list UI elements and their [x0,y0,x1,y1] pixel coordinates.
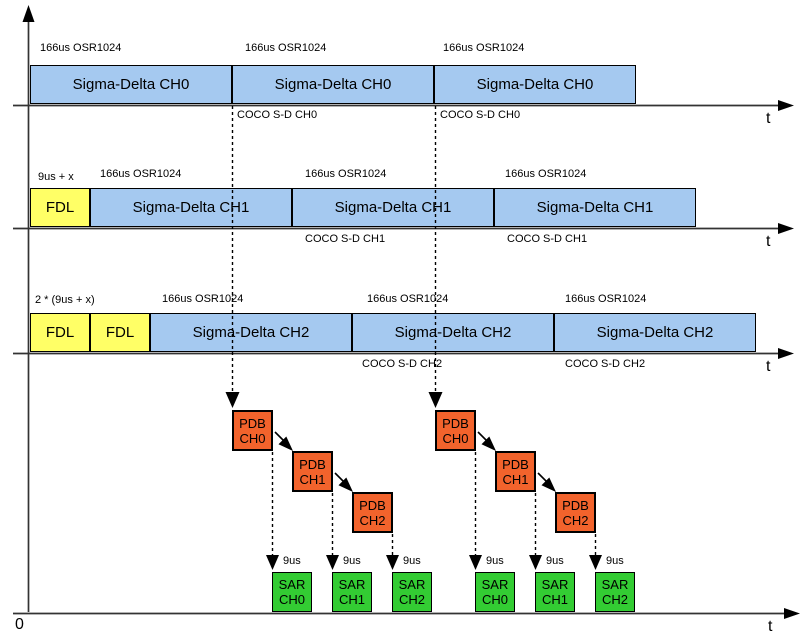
coco-trigger-arrow-1-icon [225,392,240,408]
time-axis-ch1-arrow-icon [778,223,794,234]
origin-label: 0 [15,616,24,633]
pdb-cascade-arrow-1b [334,472,346,484]
sar-duration-label-4: 9us [486,555,504,567]
osr-duration-label-ch1-3: 166us OSR1024 [505,168,587,180]
osr-duration-label-ch0-2: 166us OSR1024 [245,42,327,54]
sar-ch0-box-1: SAR CH0 [272,572,312,612]
pdb-to-sar-arrow-5-icon [529,555,542,570]
pdb-ch1-box-1: PDB CH1 [292,451,333,492]
coco-flag-label-ch0-1: COCO S-D CH0 [237,109,318,121]
pdb-to-sar-arrow-6-icon [589,555,602,570]
sigma-delta-ch2-block-3: Sigma-Delta CH2 [554,313,756,352]
pdb-cascade-arrow-1a [274,431,286,443]
osr-duration-label-ch2-2: 166us OSR1024 [367,293,449,305]
time-axis-label-ch0: t [766,110,771,127]
sar-duration-label-2: 9us [343,555,361,567]
pdb-cascade-arrow-1a-head-icon [278,436,293,451]
osr-duration-label-ch1-2: 166us OSR1024 [305,168,387,180]
pdb-cascade-arrow-1b-head-icon [338,477,353,492]
sigma-delta-ch1-block-2: Sigma-Delta CH1 [292,188,494,227]
pdb-ch1-box-2: PDB CH1 [495,451,536,492]
coco-flag-label-ch2-2: COCO S-D CH2 [565,358,646,370]
time-axis-label-ch1: t [766,233,771,250]
time-axis-ch0-arrow-icon [778,100,794,111]
pdb-to-sar-arrow-4-icon [469,555,482,570]
osr-duration-label-ch2-3: 166us OSR1024 [565,293,647,305]
sar-ch2-box-1: SAR CH2 [392,572,432,612]
sar-ch0-box-2: SAR CH0 [475,572,515,612]
time-axis-label-ch2: t [766,358,771,375]
sar-ch2-box-2: SAR CH2 [595,572,635,612]
osr-duration-label-ch0-3: 166us OSR1024 [443,42,525,54]
sar-duration-label-6: 9us [606,555,624,567]
coco-trigger-arrow-2-icon [428,392,443,408]
pdb-cascade-arrow-2a-head-icon [481,436,496,451]
pdb-cascade-arrow-2a [477,431,489,443]
pdb-ch0-box-1: PDB CH0 [232,410,273,451]
sigma-delta-ch1-block-3: Sigma-Delta CH1 [494,188,696,227]
pdb-to-sar-arrow-2-icon [326,555,339,570]
sar-duration-label-1: 9us [283,555,301,567]
fdl-delay-label-ch1: 9us + x [38,171,74,183]
sigma-delta-ch2-block-2: Sigma-Delta CH2 [352,313,554,352]
sigma-delta-ch0-block-3: Sigma-Delta CH0 [434,65,636,104]
sar-ch1-box-2: SAR CH1 [535,572,575,612]
time-axis-bottom-arrow-icon [784,608,800,619]
fdl-delay-label-ch2: 2 * (9us + x) [35,294,95,306]
fdl-block-ch2-1: FDL [30,313,90,352]
coco-flag-label-ch1-2: COCO S-D CH1 [507,233,588,245]
sigma-delta-ch0-block-1: Sigma-Delta CH0 [30,65,232,104]
pdb-ch2-box-1: PDB CH2 [352,492,393,533]
pdb-cascade-arrow-2b-head-icon [541,477,556,492]
sigma-delta-ch2-block-1: Sigma-Delta CH2 [150,313,352,352]
time-axis-ch2-arrow-icon [778,348,794,359]
sar-duration-label-5: 9us [546,555,564,567]
vertical-axis-arrow-icon [22,5,35,22]
sar-ch1-box-1: SAR CH1 [332,572,372,612]
time-axis-label-bottom: t [768,618,773,635]
coco-flag-label-ch2-1: COCO S-D CH2 [362,358,443,370]
osr-duration-label-ch1-1: 166us OSR1024 [100,168,182,180]
coco-flag-label-ch1-1: COCO S-D CH1 [305,233,386,245]
pdb-to-sar-arrow-1-icon [266,555,279,570]
pdb-ch2-box-2: PDB CH2 [555,492,596,533]
osr-duration-label-ch0-1: 166us OSR1024 [40,42,122,54]
fdl-block-ch2-2: FDL [90,313,150,352]
pdb-cascade-arrow-2b [537,472,549,484]
pdb-to-sar-arrow-3-icon [386,555,399,570]
sigma-delta-ch1-block-1: Sigma-Delta CH1 [90,188,292,227]
coco-flag-label-ch0-2: COCO S-D CH0 [440,109,521,121]
osr-duration-label-ch2-1: 166us OSR1024 [162,293,244,305]
pdb-ch0-box-2: PDB CH0 [435,410,476,451]
sigma-delta-ch0-block-2: Sigma-Delta CH0 [232,65,434,104]
sar-duration-label-3: 9us [403,555,421,567]
fdl-block-ch1: FDL [30,188,90,227]
